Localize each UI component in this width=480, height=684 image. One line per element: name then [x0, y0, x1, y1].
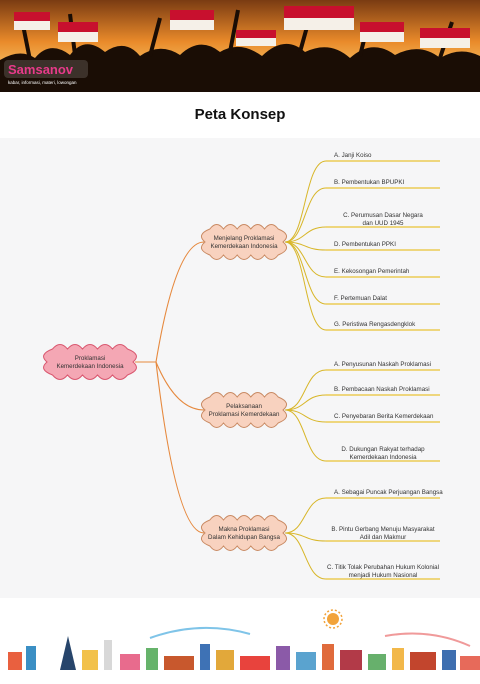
connector-branch-leaf: [284, 532, 327, 542]
connector-root-branch: [135, 361, 205, 534]
branch-node-label: Kemerdekaan Indonesia: [210, 243, 278, 250]
footer-skyline: [0, 600, 480, 679]
connector-branch-leaf: [284, 241, 327, 331]
flag-icon: [14, 6, 470, 48]
branch-node-label: Makna Proklamasi: [219, 526, 270, 533]
connector-branch-leaf: [284, 241, 327, 278]
root-node: [43, 344, 137, 380]
connector-branch-leaf: [284, 409, 327, 423]
skyline-illustration: [0, 609, 480, 679]
leaf-label: D. Dukungan Rakyat terhadap: [341, 446, 425, 453]
leaf-label: G. Peristiwa Rengasdengklok: [334, 321, 416, 328]
branch-node-label: Dalam Kehidupan Bangsa: [208, 534, 280, 541]
header-banner: Samsanov kabar, informasi, materi, lowon…: [0, 0, 480, 92]
connector-branch-leaf: [284, 369, 327, 411]
leaf-label: A. Penyusunan Naskah Proklamasi: [334, 361, 431, 368]
branch-node-label: Pelaksanaan: [226, 403, 262, 410]
leaf-label: menjadi Hukum Nasional: [349, 572, 418, 579]
connector-root-branch: [135, 361, 205, 411]
branch-node: [200, 224, 288, 260]
brand-tagline: kabar, informasi, materi, lowongan: [8, 80, 77, 85]
leaf-label: Kemerdekaan Indonesia: [349, 454, 417, 461]
leaf-label: C. Penyebaran Berita Kemerdekaan: [334, 413, 434, 420]
connector-branch-leaf: [284, 532, 327, 580]
leaf-label: F. Pertemuan Dalat: [334, 295, 387, 302]
leaf-label: B. Pembacaan Naskah Proklamasi: [334, 386, 430, 393]
connector-branch-leaf: [284, 241, 327, 305]
sun-icon: [323, 609, 343, 629]
leaf-label: Adil dan Makmur: [360, 534, 406, 541]
branch-node: [200, 515, 288, 551]
connector-branch-leaf: [284, 394, 327, 411]
buildings: [0, 636, 480, 679]
brand-logo: Samsanov kabar, informasi, materi, lowon…: [4, 60, 88, 85]
branch-node: [200, 392, 288, 428]
connector-root-branch: [135, 241, 205, 363]
leaf-label: B. Pembentukan BPUPKI: [334, 179, 404, 186]
root-node-label: Proklamasi: [75, 355, 106, 362]
connector-branch-leaf: [284, 160, 327, 243]
leaf-label: D. Pembentukan PPKI: [334, 241, 396, 248]
root-node-label: Kemerdekaan Indonesia: [56, 363, 124, 370]
brand-name: Samsanov: [8, 62, 74, 77]
leaf-label: dan UUD 1945: [363, 220, 404, 227]
leaf-label: C. Titik Tolak Perubahan Hukum Kolonial: [327, 564, 439, 571]
branch-node-label: Menjelang Proklamasi: [214, 235, 275, 242]
banner-illustration: Samsanov kabar, informasi, materi, lowon…: [0, 0, 480, 92]
page-title: Peta Konsep: [194, 106, 286, 123]
connector-branch-leaf: [284, 187, 327, 243]
leaf-label: E. Kekosongan Pemerintah: [334, 268, 410, 275]
leaf-label: C. Perumusan Dasar Negara: [343, 212, 423, 219]
leaf-label: A. Janji Koiso: [334, 152, 372, 159]
connector-branch-leaf: [284, 409, 327, 462]
connector-branch-leaf: [284, 497, 327, 534]
branch-node-label: Proklamasi Kemerdekaan: [209, 411, 280, 418]
connector-branch-leaf: [284, 226, 327, 243]
leaf-label: A. Sebagai Puncak Perjuangan Bangsa: [334, 489, 443, 496]
leaf-label: B. Pintu Gerbang Menuju Masyarakat: [331, 526, 434, 533]
